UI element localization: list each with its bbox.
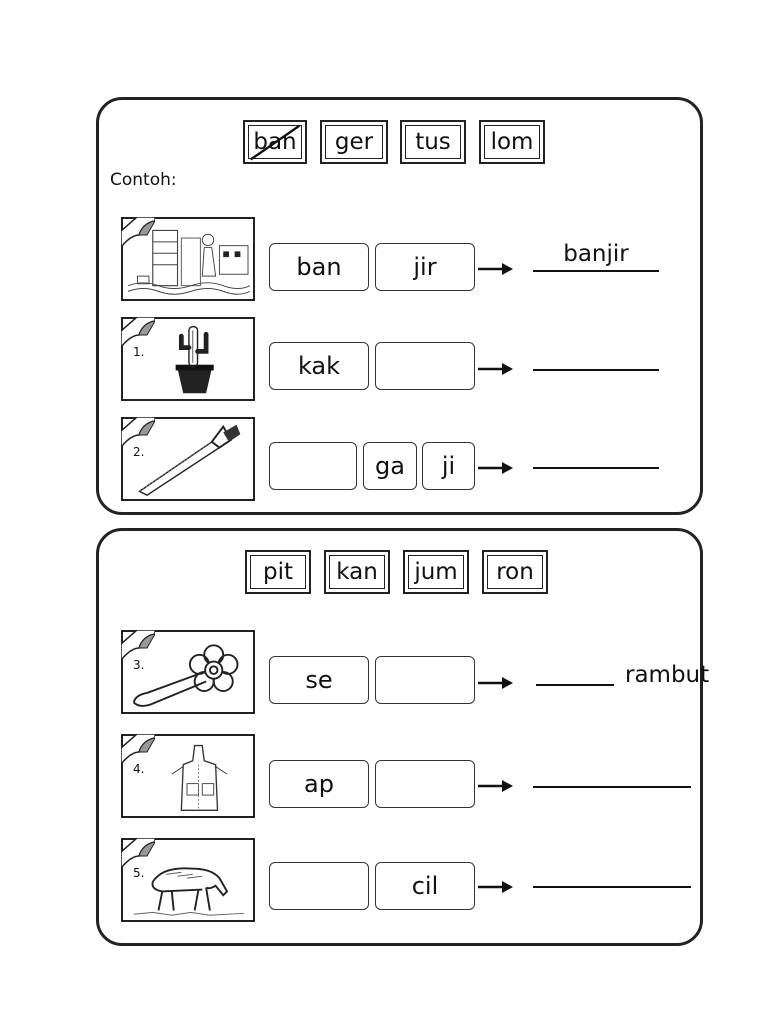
picture-3-hair-clip: 3. [121, 630, 255, 714]
example-answer: banjir [563, 241, 629, 267]
item-4-syllable-2-blank[interactable] [375, 760, 475, 808]
right-arrow-icon [478, 780, 513, 792]
item-3-syllable-2-blank[interactable] [375, 656, 475, 704]
word-bank-2-text-3: jum [414, 559, 458, 585]
example-syllable-2: jir [375, 243, 475, 291]
item-3-answer-line[interactable] [536, 684, 614, 686]
item-number-2: 2. [133, 445, 145, 459]
item-1-answer-line[interactable] [533, 369, 659, 371]
right-arrow-icon [478, 881, 513, 893]
item-5-syllable-2: cil [375, 862, 475, 910]
item-5-syllable-1-blank[interactable] [269, 862, 369, 910]
item-2-syllable-2: ga [363, 442, 417, 490]
item-number-4: 4. [133, 762, 145, 776]
example-syllable-1: ban [269, 243, 369, 291]
cactus-icon [175, 325, 214, 394]
item-number-5: 5. [133, 866, 145, 880]
word-bank-1-text-4: lom [490, 129, 534, 155]
word-bank-2-text-2: kan [336, 559, 378, 585]
item-2-syllable-1-blank[interactable] [269, 442, 357, 490]
hair-clip-icon [132, 644, 239, 707]
picture-4-apron: 4. [121, 734, 255, 818]
example-label: Contoh: [110, 170, 177, 190]
page-curl-icon [121, 317, 155, 347]
word-bank-2-text-4: ron [496, 559, 534, 585]
word-bank-2-item-4: ron [482, 550, 548, 594]
word-bank-1-text-2: ger [334, 129, 374, 155]
saw-icon [138, 424, 241, 497]
right-arrow-icon [478, 363, 513, 375]
item-2-syllable-3: ji [422, 442, 475, 490]
word-bank-1-text-3: tus [415, 129, 451, 155]
page-curl-icon [121, 630, 155, 660]
item-number-1: 1. [133, 345, 145, 359]
word-bank-1-item-4: lom [479, 120, 545, 164]
word-bank-1-item-3: tus [400, 120, 466, 164]
word-bank-2-item-2: kan [324, 550, 390, 594]
strike-slash-icon [249, 124, 301, 161]
item-number-3: 3. [133, 658, 145, 672]
item-4-syllable-1: ap [269, 760, 369, 808]
item-1-syllable-1: kak [269, 342, 369, 390]
item-1-syllable-2-blank[interactable] [375, 342, 475, 390]
item-4-answer-line[interactable] [533, 786, 691, 788]
right-arrow-icon [478, 263, 513, 275]
picture-2-saw: 2. [121, 417, 255, 501]
item-3-suffix-word: rambut [625, 662, 710, 688]
page-curl-icon [121, 417, 155, 447]
word-bank-2-item-1: pit [245, 550, 311, 594]
word-bank-2-item-3: jum [403, 550, 469, 594]
item-3-syllable-1: se [269, 656, 369, 704]
right-arrow-icon [478, 462, 513, 474]
page-curl-icon [121, 217, 155, 247]
item-2-answer-line[interactable] [533, 467, 659, 469]
item-5-answer-line[interactable] [533, 886, 691, 888]
word-bank-1-item-1: ban [243, 120, 307, 164]
word-bank-1-item-2: ger [320, 120, 388, 164]
flood-scene-icon [127, 229, 251, 295]
picture-flood [121, 217, 255, 301]
mouse-deer-icon [133, 867, 245, 916]
right-arrow-icon [478, 677, 513, 689]
picture-1-cactus: 1. [121, 317, 255, 401]
picture-5-mouse-deer: 5. [121, 838, 255, 922]
page-curl-icon [121, 734, 155, 764]
page-curl-icon [121, 838, 155, 868]
apron-icon [171, 744, 228, 811]
word-bank-2-text-1: pit [262, 559, 293, 585]
example-answer-line [533, 270, 659, 272]
